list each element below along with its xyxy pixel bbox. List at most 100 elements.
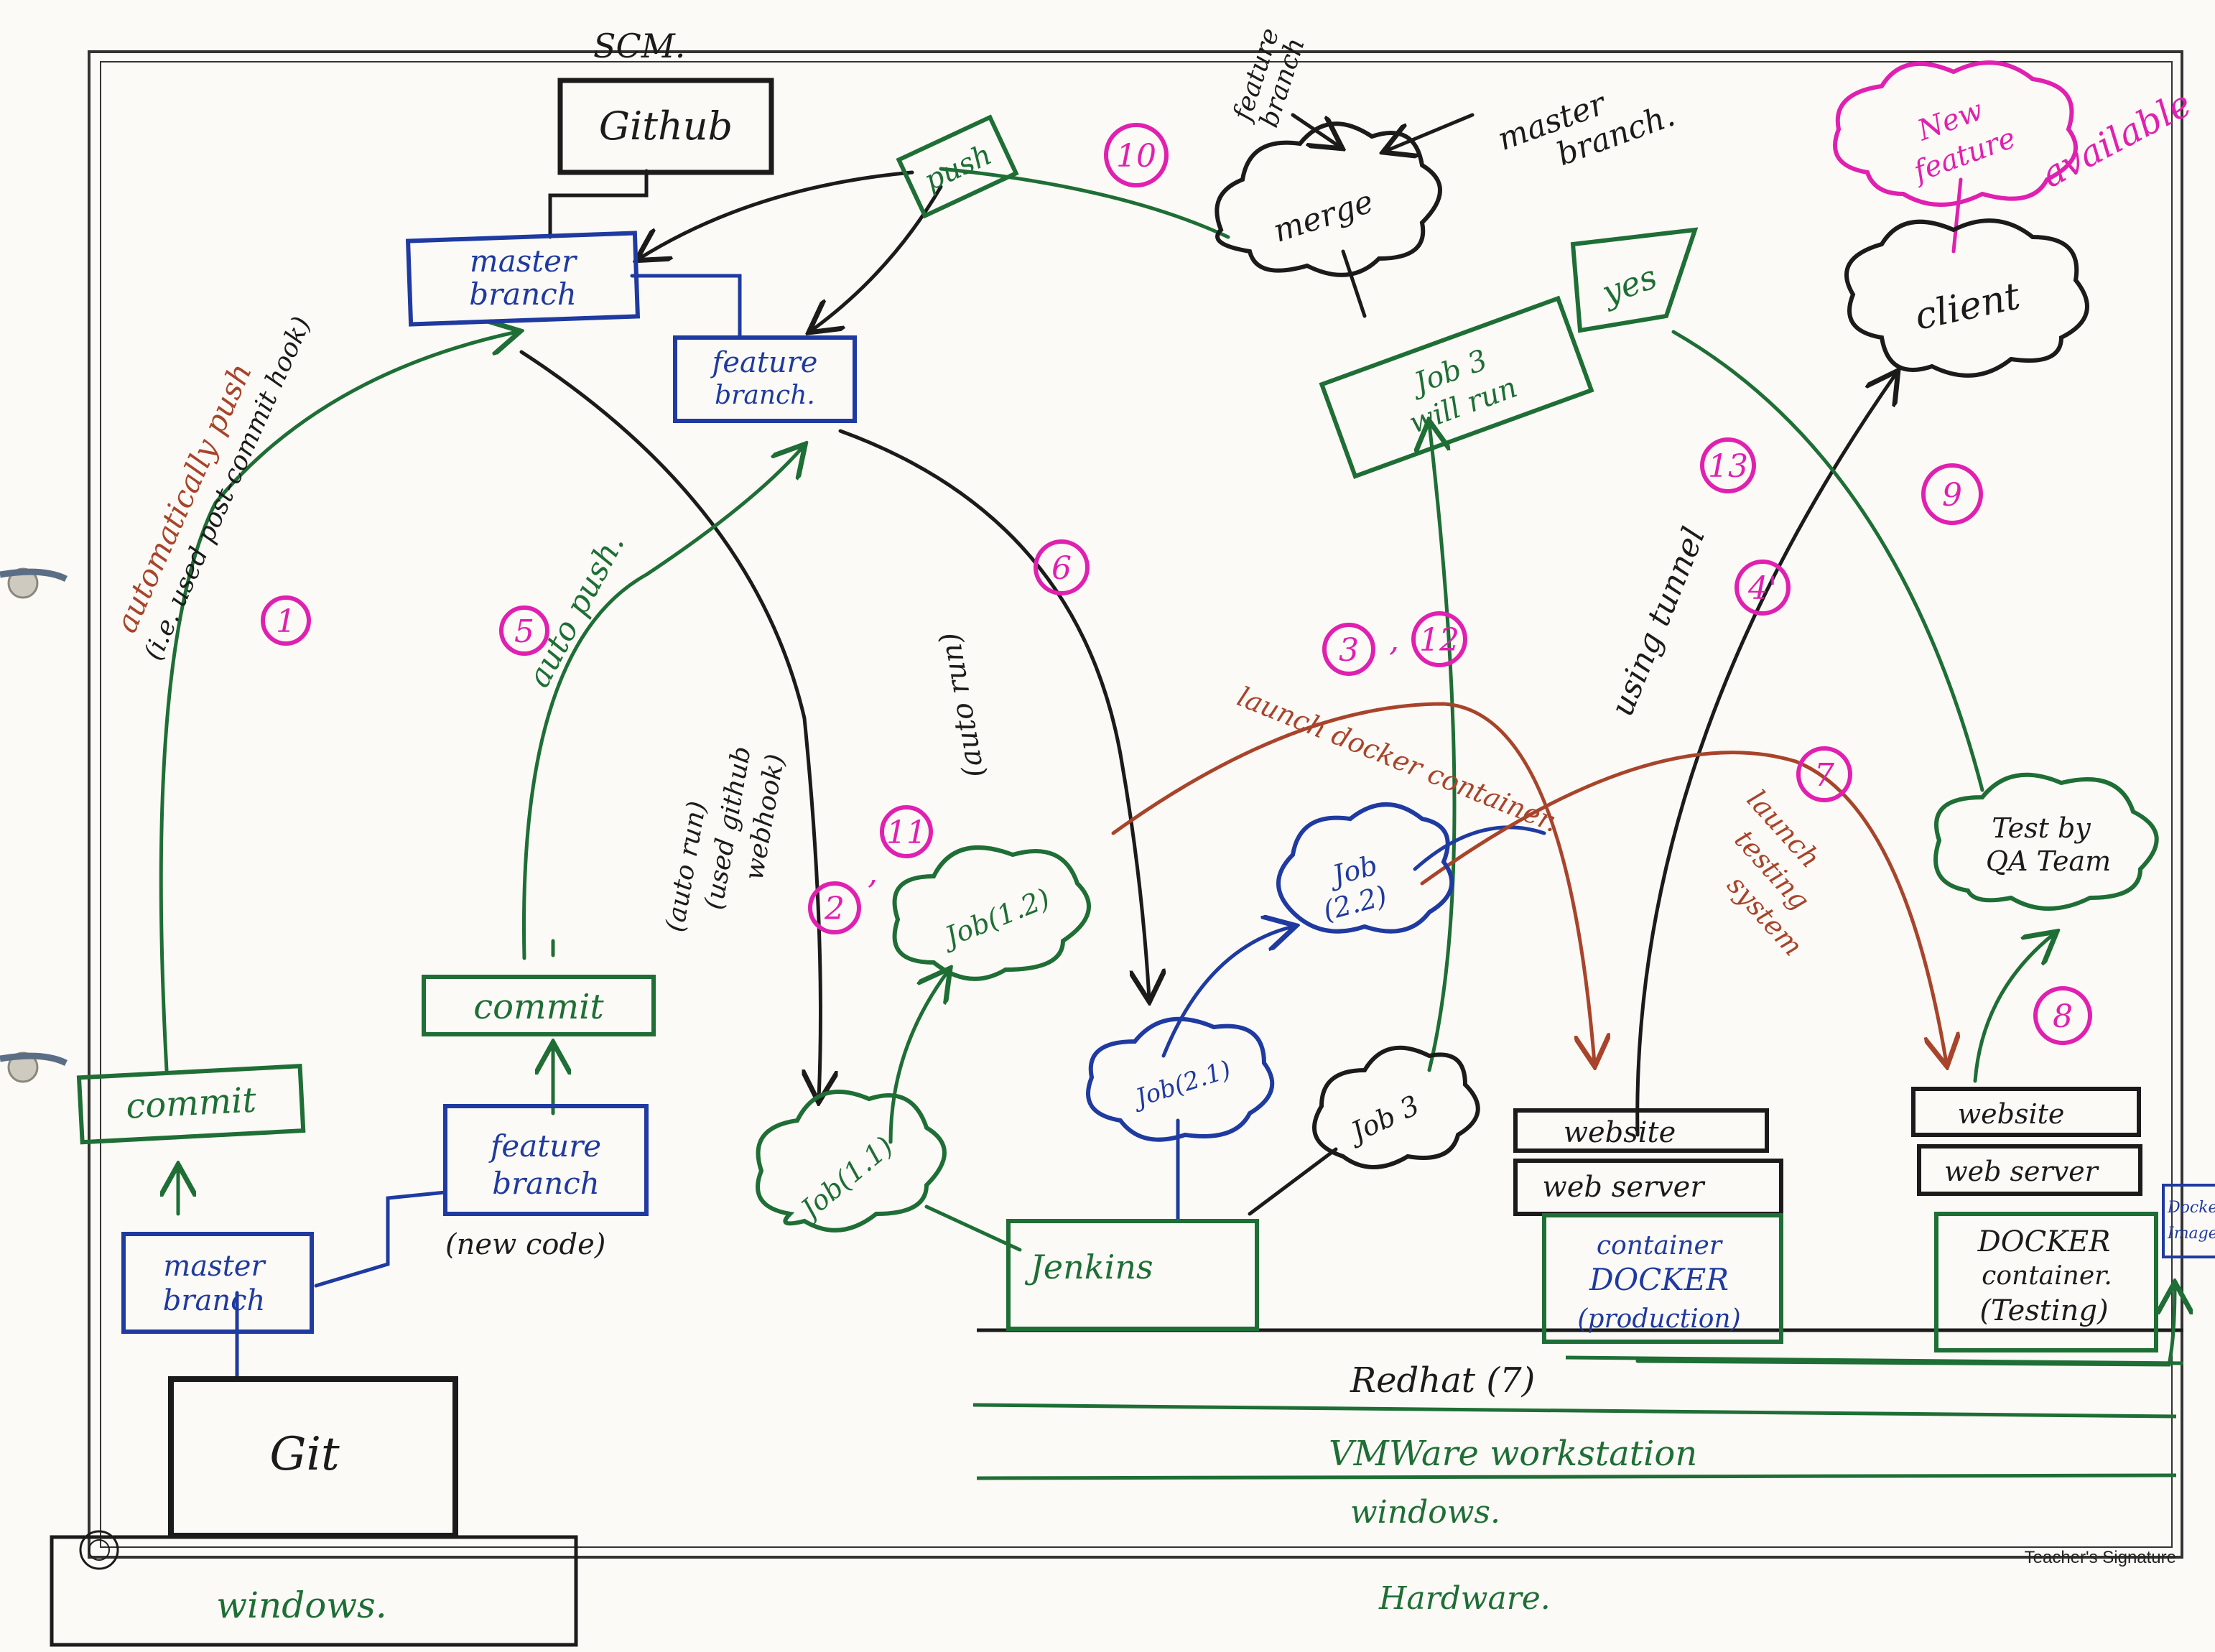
job-3-cloud: Job 3 [1312, 1045, 1480, 1169]
job-1-1-cloud: Job(1.1) [756, 1090, 947, 1233]
svg-text:QA Team: QA Team [1986, 845, 2111, 877]
step-numbers: 1 5 6 10 2 11 3 12 7 13 4' 9 8 [276, 138, 2073, 1035]
teachers-signature-label: Teacher's Signature [2025, 1548, 2176, 1567]
svg-text:(auto run): (auto run) [660, 799, 712, 934]
svg-text:Job(2.1): Job(2.1) [1128, 1055, 1235, 1114]
step-3: 3 [1339, 632, 1359, 669]
svg-text:commit: commit [473, 987, 604, 1027]
svg-text:(production): (production) [1577, 1304, 1740, 1334]
svg-text:branch.: branch. [715, 381, 815, 410]
svg-text:web server: web server [1944, 1156, 2100, 1187]
test-by-qa-cloud: Test by QA Team [1933, 772, 2159, 911]
svg-text:windows.: windows. [216, 1584, 386, 1626]
svg-text:container.: container. [1982, 1261, 2112, 1291]
svg-text:yes: yes [1595, 257, 1662, 313]
windows-bottom-left: windows. [50, 1535, 578, 1647]
docker-image-side-label: Docker Image [2162, 1184, 2215, 1258]
job-2-1-cloud: Job(2.1) [1086, 1016, 1275, 1142]
webserver-prod: web server [1513, 1159, 1783, 1216]
page-border [88, 50, 2183, 1559]
svg-text:commit: commit [125, 1080, 258, 1126]
commit-left-node: commit [76, 1064, 306, 1145]
step-comma-2: , [1389, 622, 1399, 659]
svg-text:master: master [470, 243, 578, 279]
website-prod: website [1513, 1108, 1769, 1153]
svg-text:feature: feature [488, 1128, 601, 1164]
launch-testing-annotation: launch testing system [1721, 784, 1826, 962]
connectors-brown [1111, 702, 1946, 1063]
svg-text:(2.2): (2.2) [1319, 880, 1390, 927]
commit-mid-node: commit [422, 975, 656, 1036]
yes-node: yes [1570, 227, 1699, 333]
step-1: 1 [276, 603, 296, 640]
step-markers [261, 123, 2092, 1045]
step-8: 8 [2053, 998, 2073, 1035]
feature-branch-bottom: feature branch [443, 1104, 649, 1216]
step-12: 12 [1419, 622, 1459, 659]
stack-hardware: Hardware. [1378, 1580, 1551, 1617]
svg-text:DOCKER: DOCKER [1589, 1262, 1729, 1297]
step-9: 9 [1942, 477, 1962, 514]
svg-text:website: website [1958, 1098, 2065, 1130]
svg-text:Github: Github [599, 103, 733, 149]
auto-run-annotation: (auto run) [933, 630, 991, 780]
webserver-test: web server [1917, 1144, 2142, 1196]
svg-text:website: website [1564, 1116, 1676, 1149]
master-branch-bottom: master branch [121, 1232, 314, 1334]
container-test: DOCKER container. (Testing) [1934, 1212, 2158, 1352]
svg-text:Jenkins: Jenkins [1024, 1248, 1153, 1286]
stack-redhat: Redhat (7) [1350, 1360, 1535, 1401]
new-feature-cloud: New feature available [1833, 60, 2198, 207]
svg-text:feature: feature [710, 346, 818, 379]
step-10: 10 [1116, 138, 1156, 175]
binder-ring-top [0, 567, 68, 599]
svg-text:DOCKER: DOCKER [1977, 1225, 2111, 1258]
svg-text:Docker: Docker [2167, 1199, 2215, 1217]
step-6: 6 [1051, 550, 1072, 587]
svg-text:merge: merge [1269, 183, 1378, 250]
svg-text:available: available [2035, 83, 2198, 196]
step-13: 13 [1708, 448, 1748, 485]
svg-text:(Testing): (Testing) [1979, 1294, 2108, 1327]
auto-run-webhook-annotation: (auto run) (used github webhook) [660, 744, 790, 934]
job-1-2-cloud: Job(1.2) [892, 845, 1091, 981]
master-branch-top: master branch [405, 231, 641, 327]
svg-text:Git: Git [269, 1428, 340, 1481]
svg-text:Image: Image [2167, 1225, 2215, 1243]
svg-text:container: container [1597, 1231, 1723, 1261]
scm-label: SCM. [593, 27, 685, 65]
svg-text:master: master [163, 1250, 266, 1283]
step-2: 2 [824, 891, 845, 927]
step-4-prime: 4' [1747, 570, 1777, 607]
launch-docker-annotation: launch docker container. [1233, 681, 1563, 839]
stack-vmware: VMWare workstation [1329, 1434, 1697, 1474]
step-comma-1: , [868, 855, 878, 891]
website-test: website [1911, 1087, 2141, 1137]
push-node: push [896, 114, 1019, 219]
new-code-label: (new code) [445, 1228, 605, 1261]
job-2-2-cloud: Job (2.2) [1276, 802, 1454, 934]
svg-text:Job 3: Job 3 [1342, 1089, 1424, 1150]
github-node: Github [557, 78, 774, 175]
container-prod: container DOCKER (production) [1542, 1213, 1783, 1344]
svg-text:branch: branch [492, 1166, 600, 1201]
git-node: Git [168, 1376, 458, 1539]
stack-windows: windows. [1350, 1494, 1500, 1531]
job3-will-run-node: Job 3 will run [1319, 295, 1594, 479]
using-tunnel-annotation: using tunnel [1604, 522, 1713, 721]
connectors-black [519, 113, 1984, 1216]
svg-text:branch: branch [469, 277, 577, 312]
feature-branch-top: feature branch. [673, 335, 857, 423]
svg-text:web server: web server [1543, 1171, 1706, 1204]
binder-ring-bottom [0, 1052, 68, 1083]
connectors-green [159, 332, 2175, 1367]
step-11: 11 [886, 815, 927, 851]
svg-text:Job(1.2): Job(1.2) [936, 882, 1054, 955]
svg-text:client: client [1911, 274, 2024, 338]
svg-text:Test by: Test by [1992, 812, 2091, 844]
merge-cloud: merge [1215, 121, 1442, 277]
step-7: 7 [1814, 757, 1834, 794]
master-branch-note: master branch. [1493, 85, 1680, 173]
